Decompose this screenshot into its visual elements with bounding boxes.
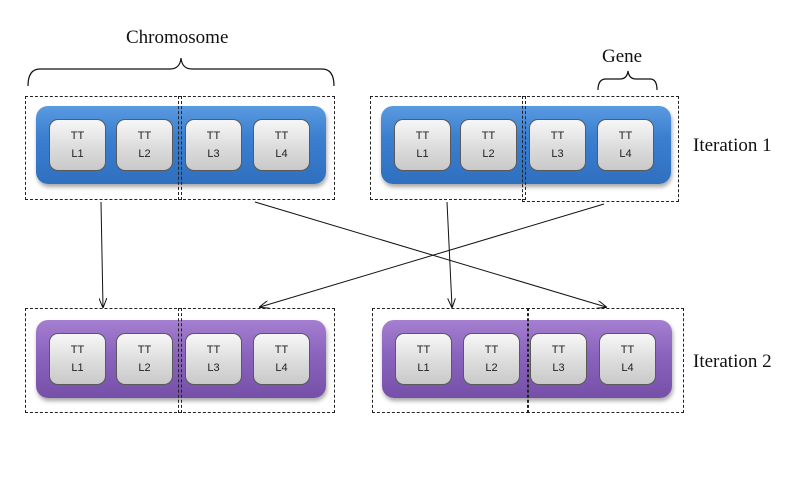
chromosome-label: Chromosome (126, 27, 229, 48)
iteration-2-label: Iteration 2 (693, 351, 772, 372)
crossover-arrow-2 (254, 201, 606, 307)
half-box-iter1-b-right (522, 96, 679, 202)
crossover-arrow-1 (101, 201, 103, 307)
crossover-arrow-4 (260, 203, 605, 307)
half-box-iter1-b-left (370, 96, 526, 200)
chromosome-brace (27, 57, 335, 87)
gene-label: Gene (602, 46, 643, 67)
iteration-1-label: Iteration 1 (693, 135, 772, 156)
half-box-iter2-a-left (25, 308, 182, 413)
half-box-iter2-a-right (178, 308, 335, 413)
gene-brace (597, 70, 658, 91)
half-box-iter2-b-left (372, 308, 529, 413)
half-box-iter1-a-right (178, 96, 335, 200)
half-box-iter1-a-left (25, 96, 182, 200)
crossover-arrow-3 (446, 201, 452, 307)
